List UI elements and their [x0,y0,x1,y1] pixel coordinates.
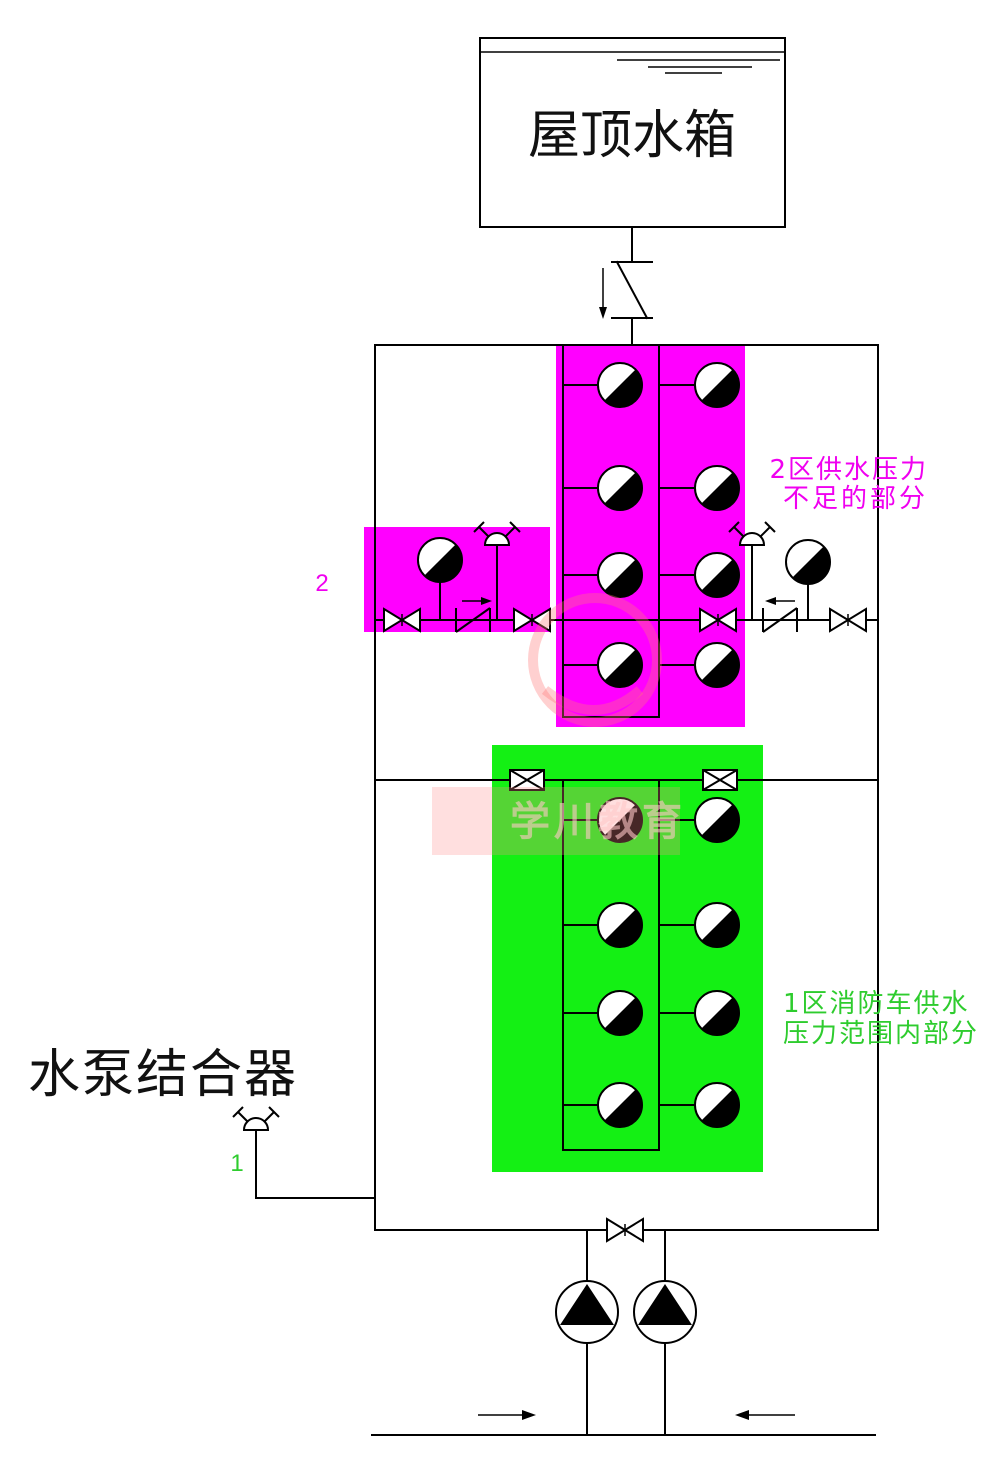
zone2-branch-pipes [562,384,696,666]
flow-arrow-icon [599,268,607,319]
zone1-riser-pipes [562,779,660,1151]
fire-hydrant-icon [694,362,741,409]
zone1-marker: 1 [230,1150,243,1177]
watermark-logo [528,593,662,727]
check-valve-icon [611,260,653,320]
watermark: 学川教育 [432,593,686,855]
gate-valve-icon [702,769,738,791]
fire-hydrant-icon [417,537,464,584]
fire-hydrant-icon [597,990,644,1037]
fire-hydrant-icon [597,902,644,949]
branch-stems [439,544,809,621]
pump-adapter-pipe [255,1129,376,1199]
zone1-label-line1: 1区消防车供水 [783,989,970,1019]
zone2-label-line1: 2区供水压力 [769,455,928,485]
pump-adapter-label: 水泵结合器 [28,1045,298,1105]
pump-icon [555,1280,619,1344]
zone1-branch-pipes [562,819,696,1106]
fire-hydrant-icon [694,552,741,599]
gate-valve-icon [829,608,867,632]
fire-hydrant-icon [597,1082,644,1129]
fire-hydrant-icon [694,642,741,689]
zone2-marker: 2 [315,570,328,597]
fire-hydrant-icon [597,552,644,599]
zone1-label-line2: 压力范围内部分 [783,1019,979,1049]
zone2-riser-pipes [562,344,660,718]
zone2-label-line2: 不足的部分 [783,484,928,514]
tank-label: 屋顶水箱 [528,106,736,166]
pump-pipes [371,1229,876,1436]
fire-hydrant-icon [597,465,644,512]
flow-arrow-icon [462,597,492,605]
fire-hydrant-icon [694,1082,741,1129]
fire-hydrant-icon [597,362,644,409]
water-level-icon [617,59,780,74]
roof-water-tank: 屋顶水箱 [479,37,786,228]
fire-hydrant-icon [694,797,741,844]
flow-arrow-icon [478,1410,536,1420]
watermark-text: 学川教育 [510,799,686,845]
fire-hydrant-icon [694,990,741,1037]
pump-icon [633,1280,697,1344]
fire-hydrant-icon [694,902,741,949]
flow-arrow-icon [735,1410,795,1420]
gate-valve-icon [606,1218,644,1242]
fire-hydrant-icon [785,539,832,586]
fire-hydrant-icon [597,642,644,689]
flow-arrow-icon [765,597,795,605]
fire-hydrant-icon [694,465,741,512]
pump-adapter-icon [232,1106,280,1131]
